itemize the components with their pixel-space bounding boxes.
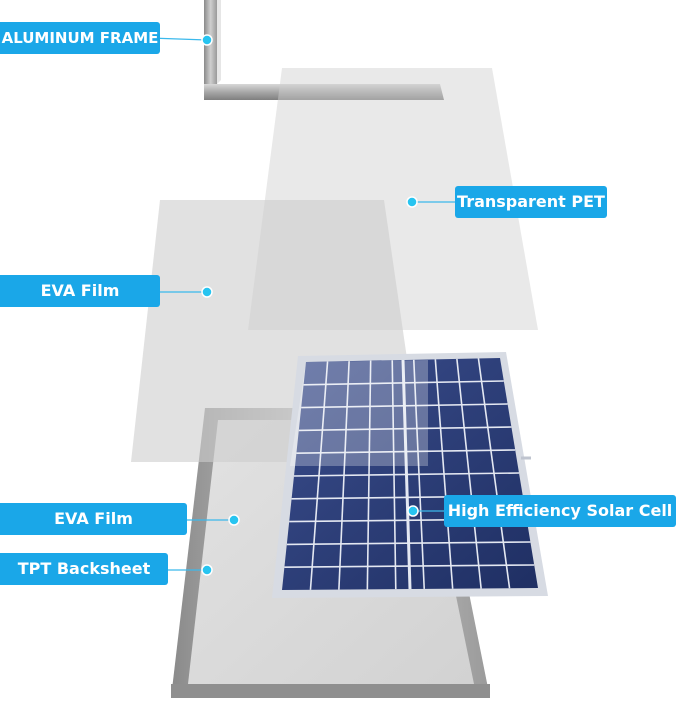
aluminum-frame-piece bbox=[204, 0, 444, 100]
label-solar-cell: High Efficiency Solar Cell bbox=[444, 495, 676, 527]
dot-transparent-pet bbox=[406, 196, 418, 208]
dot-eva-film-top bbox=[201, 286, 213, 298]
label-transparent-pet: Transparent PET bbox=[455, 186, 607, 218]
label-aluminum-frame: ALUMINUM FRAME bbox=[0, 22, 160, 54]
cell-grid-center-divider bbox=[401, 359, 412, 590]
solar-cell-panel bbox=[272, 352, 548, 598]
label-eva-film-bottom: EVA Film bbox=[0, 503, 187, 535]
dot-solar-cell bbox=[407, 505, 419, 517]
label-eva-film-top: EVA Film bbox=[0, 275, 160, 307]
dot-tpt-backsheet bbox=[201, 564, 213, 576]
connector-dots bbox=[201, 34, 419, 576]
dot-aluminum-frame bbox=[201, 34, 213, 46]
label-tpt-backsheet: TPT Backsheet bbox=[0, 553, 168, 585]
dot-eva-film-bottom bbox=[228, 514, 240, 526]
